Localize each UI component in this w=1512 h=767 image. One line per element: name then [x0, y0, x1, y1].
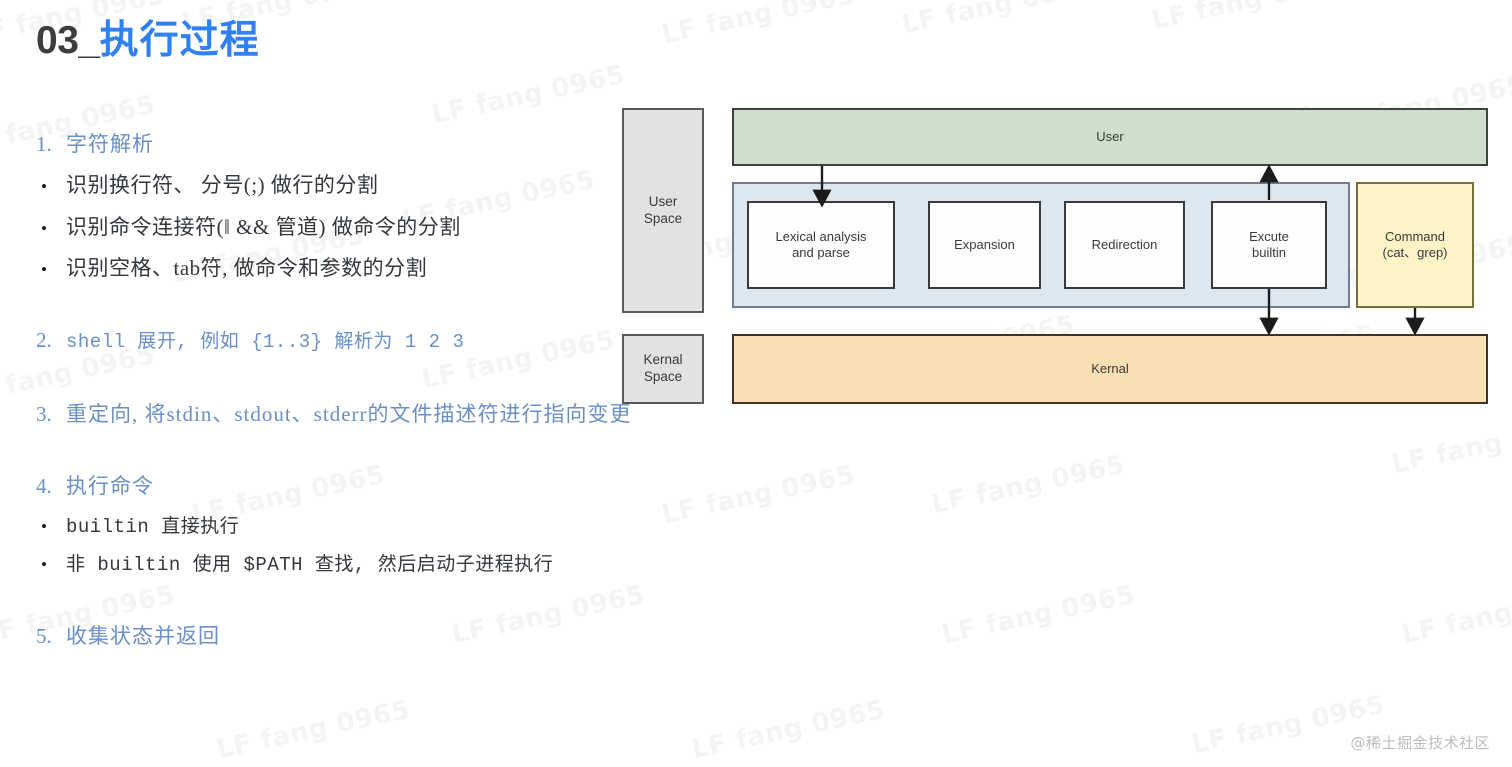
watermark-text: LF fang 0965	[939, 580, 1138, 650]
stage-excute-line1: Excute	[1249, 228, 1289, 244]
title-heading: 执行过程	[99, 19, 260, 62]
user-space-line2: Space	[643, 210, 683, 226]
step-index: 4.	[36, 474, 52, 499]
bullet-item: • 识别命令连接符(‖ && 管道) 做命令的分割	[36, 214, 616, 241]
stage-expansion: Expansion	[928, 201, 1041, 289]
step-index: 5.	[36, 623, 52, 648]
bullet-item: • 非 builtin 使用 $PATH 查找, 然后启动子进程执行	[36, 553, 616, 578]
spacer	[36, 200, 616, 214]
spacer	[36, 539, 616, 553]
bullet-dot-icon: •	[41, 218, 47, 238]
credit-label: @稀土掘金技术社区	[1350, 734, 1490, 752]
stage-redirection: Redirection	[1064, 201, 1185, 289]
spacer	[36, 158, 616, 172]
kernal-band: Kernal	[732, 334, 1488, 404]
shell-execution-diagram: User Space Kernal Space User Lexical ana…	[622, 108, 1488, 404]
user-band-label: User	[1096, 128, 1124, 144]
kernal-space-line1: Kernal	[643, 352, 683, 368]
step-label: 收集状态并返回	[66, 623, 220, 648]
bullet-item: • 识别空格、tab符, 做命令和参数的分割	[36, 255, 616, 282]
bullet-dot-icon: •	[41, 516, 47, 536]
stage-lexical-line2: and parse	[792, 245, 850, 260]
watermark-text: LF fang 0965	[659, 0, 858, 50]
bullet-label: 非 builtin 使用 $PATH 查找, 然后启动子进程执行	[66, 554, 554, 577]
bullet-item: • 识别换行符、 分号(;) 做行的分割	[36, 172, 616, 199]
spacer	[36, 282, 616, 326]
watermark-text: LF fang 0965	[1399, 580, 1512, 650]
stage-excute-builtin: Excute builtin	[1211, 201, 1327, 289]
stage-lexical-analysis-and-parse: Lexical analysis and parse	[747, 201, 895, 289]
command-box-line1: Command	[1385, 228, 1445, 244]
user-band: User	[732, 108, 1488, 166]
step-item: 3. 重定向, 将stdin、stdout、stderr的文件描述符进行指向变更	[36, 400, 631, 428]
command-box: Command (cat、grep)	[1356, 182, 1474, 308]
step-label: shell 展开, 例如 {1..3} 解析为 1 2 3	[66, 331, 465, 354]
step-item: 4. 执行命令	[36, 472, 616, 500]
step-item: 1. 字符解析	[36, 130, 616, 158]
stage-excute-line2: builtin	[1252, 245, 1286, 260]
stage-expansion-label: Expansion	[954, 236, 1015, 252]
bullet-label: 识别命令连接符(‖ && 管道) 做命令的分割	[66, 214, 461, 239]
kernal-band-label: Kernal	[1091, 360, 1129, 376]
watermark-text: LF fang 0965	[1389, 410, 1512, 480]
step-label: 重定向, 将stdin、stdout、stderr的文件描述符进行指向变更	[66, 401, 632, 426]
step-item: 2. shell 展开, 例如 {1..3} 解析为 1 2 3	[36, 326, 616, 356]
command-box-line2: (cat、grep)	[1382, 245, 1448, 260]
bullet-label: builtin 直接执行	[66, 515, 240, 538]
step-index: 3.	[36, 401, 52, 426]
title-number: 03_	[36, 19, 100, 62]
steps-list: 1. 字符解析 • 识别换行符、 分号(;) 做行的分割 • 识别命令连接符(‖ && 管…	[36, 130, 631, 650]
bullet-dot-icon: •	[41, 177, 47, 197]
spacer	[36, 241, 616, 255]
page-title: 03_执行过程	[36, 18, 260, 65]
stage-redirection-label: Redirection	[1091, 236, 1158, 252]
watermark-text: LF fang 0965	[929, 450, 1128, 520]
stage-lexical-line1: Lexical analysis	[775, 228, 867, 244]
watermark-text: LF fang 0965	[429, 60, 628, 130]
watermark-text: LF fang 0965	[214, 695, 413, 765]
spacer	[36, 356, 616, 400]
step-label: 执行命令	[66, 474, 154, 499]
spacer	[36, 501, 616, 515]
step-index: 1.	[36, 132, 52, 156]
bullet-label: 识别换行符、 分号(;) 做行的分割	[66, 173, 379, 198]
bullet-dot-icon: •	[41, 555, 47, 575]
watermark-text: LF fang 0965	[689, 695, 888, 765]
bullet-label: 识别空格、tab符, 做命令和参数的分割	[66, 255, 428, 280]
bullet-item: • builtin 直接执行	[36, 515, 616, 540]
step-index: 2.	[36, 328, 52, 353]
user-space-line1: User	[648, 193, 678, 209]
step-item: 5. 收集状态并返回	[36, 622, 616, 650]
kernal-space-line2: Space	[643, 369, 683, 384]
watermark-text: LF fang 0965	[659, 460, 858, 530]
step-label: 字符解析	[66, 132, 154, 156]
spacer	[36, 578, 616, 622]
bullet-dot-icon: •	[41, 259, 47, 279]
spacer	[36, 428, 616, 472]
user-space-label: User Space	[622, 108, 704, 313]
kernal-space-label: Kernal Space	[622, 334, 704, 404]
watermark-text: LF fang 0965	[899, 0, 1098, 40]
watermark-text: LF fang 0965	[1149, 0, 1348, 36]
